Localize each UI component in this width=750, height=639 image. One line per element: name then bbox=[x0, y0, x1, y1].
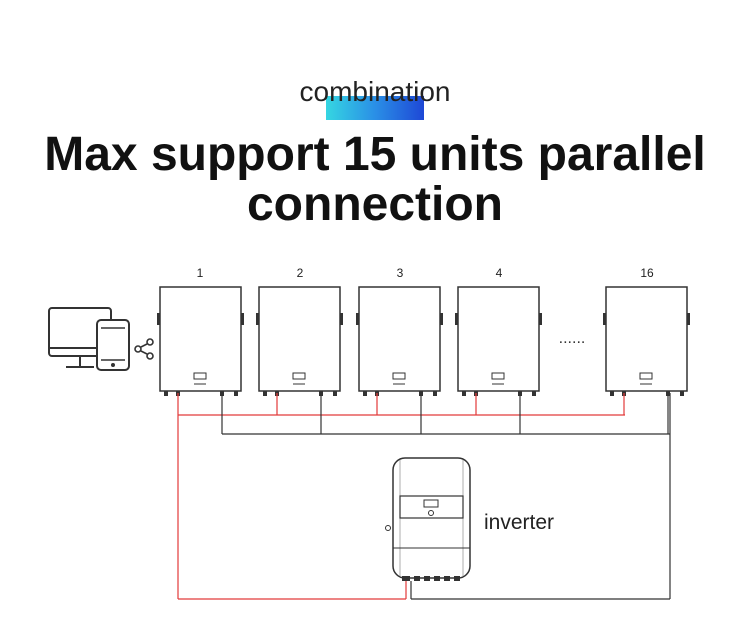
section-subtitle: combination bbox=[299, 76, 451, 107]
unit-label-4: 4 bbox=[496, 266, 503, 280]
ellipsis-text: ...... bbox=[559, 330, 586, 347]
unit-label-2: 2 bbox=[297, 266, 304, 280]
phone-icon bbox=[96, 319, 130, 371]
battery-unit-3 bbox=[356, 286, 443, 396]
battery-unit-2 bbox=[256, 286, 343, 396]
title-line-2: connection bbox=[246, 178, 503, 231]
inverter-device bbox=[385, 457, 471, 581]
battery-unit-4 bbox=[455, 286, 542, 396]
battery-unit-1 bbox=[157, 286, 244, 396]
unit-label-3: 3 bbox=[397, 266, 404, 280]
page-title: Max support 15 units parallel connection bbox=[0, 130, 750, 230]
unit-label-16: 16 bbox=[640, 266, 654, 280]
subtitle-highlight-bar bbox=[326, 96, 424, 120]
title-line-1: Max support 15 units parallel bbox=[44, 128, 706, 181]
unit-label-1: 1 bbox=[197, 266, 204, 280]
share-icon bbox=[134, 338, 154, 360]
inverter-label: inverter bbox=[484, 511, 554, 534]
battery-unit-16 bbox=[603, 286, 690, 396]
